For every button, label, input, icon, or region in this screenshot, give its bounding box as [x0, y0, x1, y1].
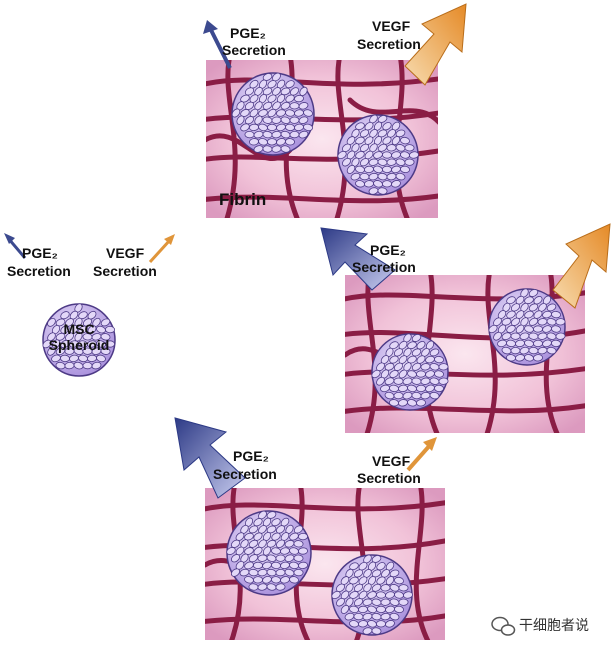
spheroid-label-line1: MSC [63, 321, 94, 337]
top-vegf-arrow [404, 3, 467, 86]
bottom-pge2-label: PGE₂ [233, 448, 269, 464]
top-vegf-sub: Secretion [357, 36, 421, 52]
bottom-pge2-arrow [174, 417, 246, 499]
middle-vegf-arrow [552, 223, 611, 309]
matrix-label-fibrin: Fibrin [219, 190, 266, 209]
spheroid-middle-left [371, 333, 449, 411]
spheroid-top-left [231, 72, 315, 156]
middle-pge2-sub: Secretion [352, 259, 416, 275]
wechat-icon [491, 616, 516, 636]
bottom-pge2-sub: Secretion [213, 466, 277, 482]
middle-pge2-label: PGE₂ [370, 242, 406, 258]
spheroid-top-right [337, 114, 419, 196]
free-pge2-sub: Secretion [7, 263, 71, 279]
bottom-vegf-sub: Secretion [357, 470, 421, 486]
spheroid-middle-right [488, 288, 566, 366]
free-vegf-sub: Secretion [93, 263, 157, 279]
bottom-vegf-arrow [406, 437, 437, 472]
spheroid-free [42, 303, 116, 377]
watermark-text: 干细胞者说 [519, 618, 589, 634]
spheroid-bottom-right [331, 554, 413, 636]
spheroid-label-line2: Spheroid [49, 337, 110, 353]
top-pge2-label: PGE₂ [230, 25, 266, 41]
free-pge2-arrow [4, 233, 27, 259]
top-vegf-label: VEGF [372, 18, 411, 34]
free-vegf-arrow [148, 234, 175, 264]
top-pge2-arrow [203, 20, 232, 69]
bottom-vegf-label: VEGF [372, 453, 411, 469]
free-vegf-label: VEGF [106, 245, 145, 261]
spheroid-bottom-left [226, 510, 312, 596]
watermark: 干细胞者说 [491, 616, 589, 636]
spheroids [42, 72, 566, 636]
free-pge2-label: PGE₂ [22, 245, 58, 261]
middle-pge2-arrow [320, 227, 396, 291]
top-pge2-sub: Secretion [222, 42, 286, 58]
